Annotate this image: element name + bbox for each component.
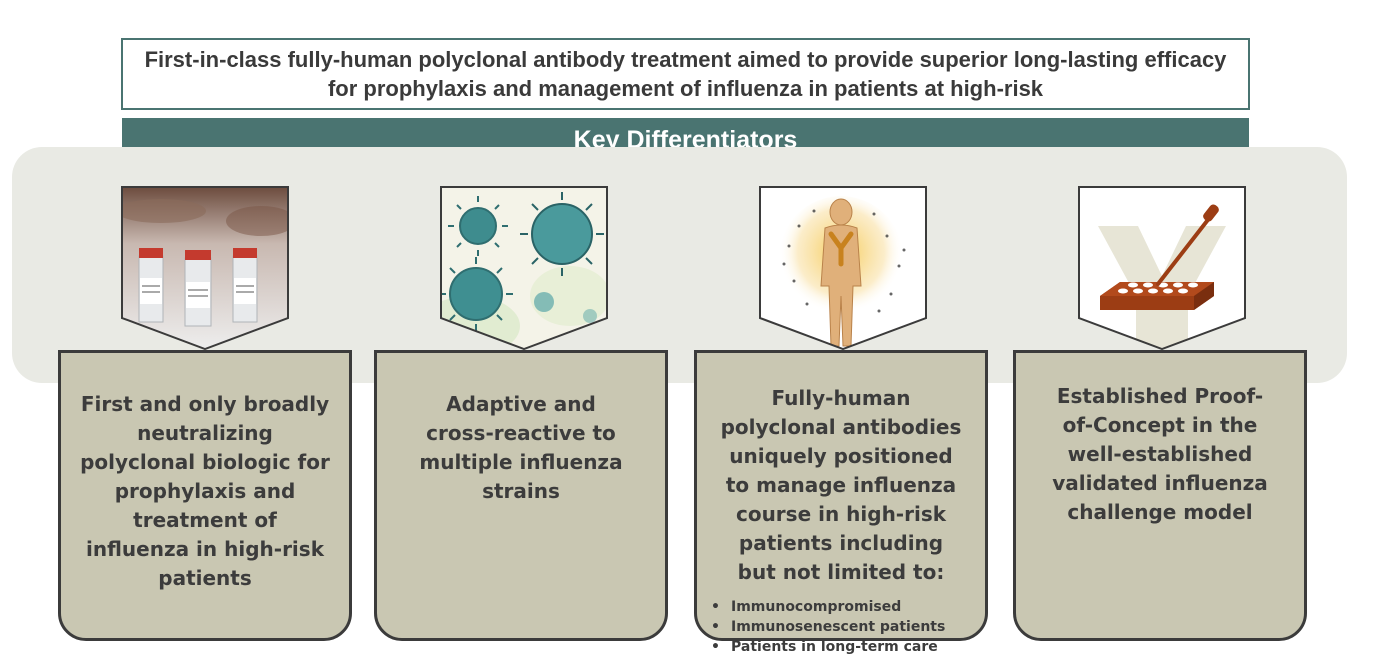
virus-particle-3 xyxy=(441,257,513,331)
vials-image xyxy=(121,186,289,350)
vial-middle xyxy=(184,250,212,327)
differentiator-card-3: Fully-human polyclonal antibodies unique… xyxy=(694,350,988,655)
vial-right xyxy=(232,248,258,323)
virus-particle-2 xyxy=(520,192,604,276)
bullet-dot-icon: • xyxy=(711,639,720,655)
differentiator-card-1: First and only broadly neutralizing poly… xyxy=(58,350,352,641)
bullet-item: •Immunosenescent patients xyxy=(711,619,946,635)
virus-image xyxy=(440,186,608,350)
card-text: Fully-human polyclonal antibodies unique… xyxy=(720,386,962,584)
bullet-item: •Immunocompromised xyxy=(711,599,902,615)
headline: First-in-class fully-human polyclonal an… xyxy=(121,38,1250,110)
card-text: First and only broadly neutralizing poly… xyxy=(80,392,330,590)
well-plate-pipette-image xyxy=(1078,186,1246,350)
bullet-item: •Patients in long-term care facilities xyxy=(711,639,938,655)
bullet-list: •Immunocompromised •Immunosenescent pati… xyxy=(697,597,985,657)
antibody-y-shape xyxy=(828,231,854,267)
vial-left xyxy=(138,248,164,323)
differentiator-card-2: Adaptive and cross-reactive to multiple … xyxy=(374,350,668,641)
card-text: Adaptive and cross-reactive to multiple … xyxy=(419,392,623,503)
bullet-dot-icon: • xyxy=(711,619,720,635)
pipette xyxy=(1156,204,1219,286)
human-antibody-image xyxy=(759,186,927,350)
human-figure xyxy=(820,198,862,347)
card-text: Established Proof-of-Concept in the well… xyxy=(1052,384,1268,524)
differentiator-card-4: Established Proof-of-Concept in the well… xyxy=(1013,350,1307,641)
virus-particle-1 xyxy=(448,196,508,256)
well-plate xyxy=(1100,282,1214,310)
bullet-dot-icon: • xyxy=(711,599,720,615)
